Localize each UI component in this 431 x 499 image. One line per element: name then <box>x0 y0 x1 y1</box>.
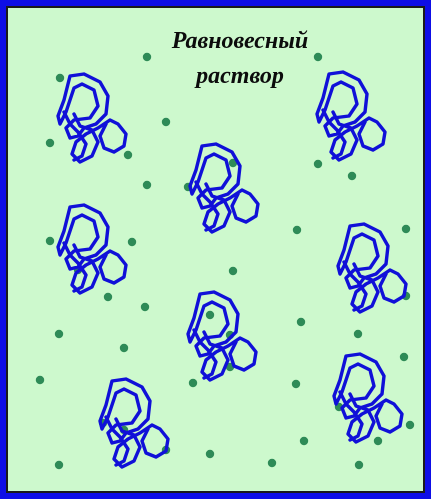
solvent-molecule-dot <box>405 420 415 430</box>
polymer-chain-segment <box>70 112 128 164</box>
polymer-coil <box>56 72 128 164</box>
polymer-coil <box>56 203 128 295</box>
polymer-coil <box>336 222 408 314</box>
solvent-molecule-dot <box>347 171 357 181</box>
polymer-chain-segment <box>321 108 347 160</box>
solvent-molecule-dot <box>373 436 383 446</box>
solvent-molecule-dot <box>401 224 411 234</box>
solvent-molecule-dot <box>188 378 198 388</box>
solvent-molecule-dot <box>267 458 277 468</box>
solvent-molecule-dot <box>35 375 45 385</box>
solvent-molecule-dot <box>140 302 150 312</box>
solvent-molecule-dot <box>399 352 409 362</box>
polymer-coil <box>188 142 260 234</box>
polymer-chain-segment <box>342 260 368 312</box>
solvent-molecule-dot <box>119 343 129 353</box>
solvent-molecule-dot <box>55 73 65 83</box>
polymer-coil <box>186 290 258 382</box>
polymer-chain-segment <box>336 222 390 290</box>
solvent-molecule-dot <box>54 460 64 470</box>
polymer-coil <box>332 352 404 444</box>
solvent-molecule-dot <box>292 225 302 235</box>
solvent-molecule-dot <box>45 236 55 246</box>
solvent-molecule-dot <box>127 237 137 247</box>
solvent-molecule-dot <box>296 317 306 327</box>
polymer-chain-segment <box>70 243 128 295</box>
solvent-molecule-dot <box>205 449 215 459</box>
polymer-chain-segment <box>329 110 387 162</box>
polymer-chain-segment <box>98 377 152 445</box>
polymer-chain-segment <box>332 352 386 420</box>
solvent-molecule-dot <box>353 329 363 339</box>
polymer-coil <box>315 70 387 162</box>
solvent-molecule-dot <box>291 379 301 389</box>
polymer-chain-segment <box>346 392 404 444</box>
solvent-molecule-dot <box>299 436 309 446</box>
diagram-title: Равновесный раствор <box>130 24 350 94</box>
polymer-chain-segment <box>62 110 88 162</box>
polymer-chain-segment <box>192 328 218 380</box>
polymer-chain-segment <box>104 415 130 467</box>
polymer-chain-segment <box>194 180 220 232</box>
solvent-molecule-dot <box>228 158 238 168</box>
solvent-molecule-dot <box>123 150 133 160</box>
polymer-chain-segment <box>188 142 242 210</box>
solvent-molecule-dot <box>103 292 113 302</box>
polymer-chain-segment <box>350 262 408 314</box>
solvent-molecule-dot <box>45 138 55 148</box>
polymer-chain-segment <box>56 72 110 140</box>
solvent-molecule-dot <box>161 117 171 127</box>
polymer-coil <box>98 377 170 469</box>
solvent-molecule-dot <box>205 310 215 320</box>
polymer-chain-segment <box>56 203 110 271</box>
polymer-chain-segment <box>62 241 88 293</box>
polymer-chain-segment <box>200 330 258 382</box>
polymer-chain-segment <box>186 290 240 358</box>
polymer-chain-segment <box>315 70 369 138</box>
solvent-molecule-dot <box>142 180 152 190</box>
polymer-chain-segment <box>338 390 364 442</box>
polymer-chain-segment <box>112 417 170 469</box>
polymer-chain-segment <box>202 182 260 234</box>
solvent-molecule-dot <box>142 52 152 62</box>
solvent-molecule-dot <box>313 159 323 169</box>
title-line-1: Равновесный <box>171 28 309 54</box>
solvent-molecule-dot <box>54 329 64 339</box>
solvent-molecule-dot <box>313 52 323 62</box>
solvent-molecule-dot <box>354 460 364 470</box>
solvent-molecule-dot <box>228 266 238 276</box>
title-line-2: раствор <box>196 63 284 89</box>
